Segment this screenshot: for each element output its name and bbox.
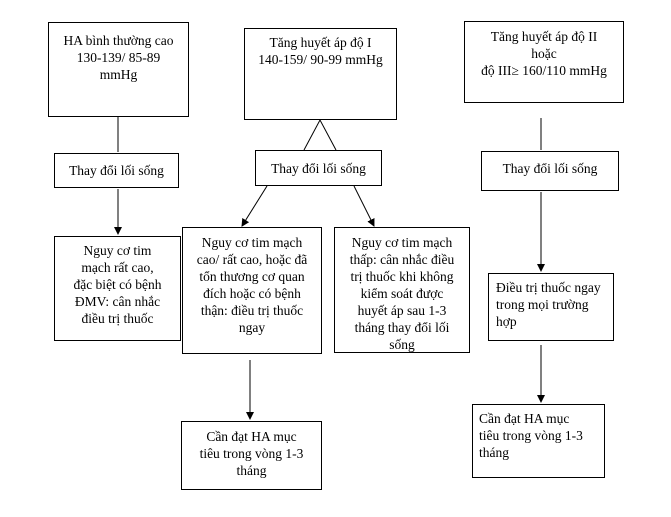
c2-outcome-low-box: Nguy cơ tim mạch thấp: cân nhắc điều trị… <box>334 227 470 353</box>
c2-high-line: tổn thương cơ quan <box>199 269 305 284</box>
c3-action-text: Thay đổi lối sống <box>502 161 598 176</box>
split-c2-top <box>303 118 337 151</box>
c2-target-line: tháng <box>236 463 267 478</box>
c3-target-line: tiêu trong vòng 1-3 <box>479 428 583 443</box>
c1-top-line: mmHg <box>99 67 138 82</box>
c1-outcome-line: ĐMV: cân nhắc <box>74 294 161 309</box>
c2-action-text: Thay đổi lối sống <box>271 161 366 176</box>
c3-action-box: Thay đổi lối sống <box>481 151 619 191</box>
c2-low-line: kiểm soát được <box>360 286 444 301</box>
c3-target-box: Cần đạt HA mục tiêu trong vòng 1-3 tháng <box>472 404 605 478</box>
c3-top-line: Tăng huyết áp độ II <box>490 29 598 44</box>
c2-low-line: huyết áp sau 1-3 <box>357 303 447 318</box>
c1-top-box: HA bình thường cao 130-139/ 85-89 mmHg <box>48 22 189 117</box>
c2-low-line: trị thuốc khi không <box>350 269 454 284</box>
c3-top-box: Tăng huyết áp độ II hoặc độ III≥ 160/110… <box>464 21 624 103</box>
c2-high-line: ngay <box>238 320 266 335</box>
c1-outcome-line: đặc biệt có bệnh <box>73 277 162 292</box>
c2-top-box: Tăng huyết áp độ I 140-159/ 90-99 mmHg <box>244 28 397 120</box>
c2-outcome-high-box: Nguy cơ tim mạch cao/ rất cao, hoặc đã t… <box>182 227 322 354</box>
c3-top-line: hoặc <box>531 46 557 61</box>
c1-outcome-box: Nguy cơ tim mạch rất cao, đặc biệt có bệ… <box>54 236 181 341</box>
arrow-c2-action-to-high <box>241 185 268 227</box>
c3-target-line: Cần đạt HA mục <box>479 411 570 426</box>
c3-outcome-box: Điều trị thuốc ngay trong mọi trường hợp <box>488 273 614 341</box>
c1-outcome-line: điều trị thuốc <box>81 311 154 326</box>
c2-high-line: Nguy cơ tim mạch <box>201 235 303 250</box>
c2-high-line: cao/ rất cao, hoặc đã <box>196 252 308 267</box>
c1-outcome-line: mạch rất cao, <box>81 260 154 275</box>
c2-low-line: Nguy cơ tim mạch <box>351 235 453 250</box>
c2-low-line: tháng thay đổi lối <box>354 320 450 335</box>
c2-target-line: Cần đạt HA mục <box>206 429 297 444</box>
c3-target-line: tháng <box>479 445 509 460</box>
c3-outcome-line: Điều trị thuốc ngay <box>496 280 601 295</box>
c2-top-line: 140-159/ 90-99 mmHg <box>258 52 383 67</box>
c2-action-box: Thay đổi lối sống <box>255 150 382 186</box>
c2-high-line: thận: điều trị thuốc <box>200 303 304 318</box>
c2-high-line: đích hoặc có bệnh <box>203 286 301 301</box>
c1-top-line: HA bình thường cao <box>63 33 174 48</box>
arrow-c2-action-to-low <box>353 185 375 227</box>
c3-outcome-line: trong mọi trường <box>496 297 589 312</box>
c1-top-line: 130-139/ 85-89 <box>76 50 161 65</box>
c3-outcome-line: hợp <box>496 314 517 329</box>
c2-low-line: sống <box>389 337 415 352</box>
c1-action-text: Thay đổi lối sống <box>69 163 164 178</box>
c1-outcome-line: Nguy cơ tim <box>83 243 152 258</box>
c2-low-line: thấp: cân nhắc điều <box>349 252 455 267</box>
c3-top-line: độ III≥ 160/110 mmHg <box>481 63 607 78</box>
c1-action-box: Thay đổi lối sống <box>54 153 179 188</box>
c2-target-box: Cần đạt HA mục tiêu trong vòng 1-3 tháng <box>181 421 322 490</box>
c2-top-line: Tăng huyết áp độ I <box>269 35 372 50</box>
c2-target-line: tiêu trong vòng 1-3 <box>199 446 304 461</box>
